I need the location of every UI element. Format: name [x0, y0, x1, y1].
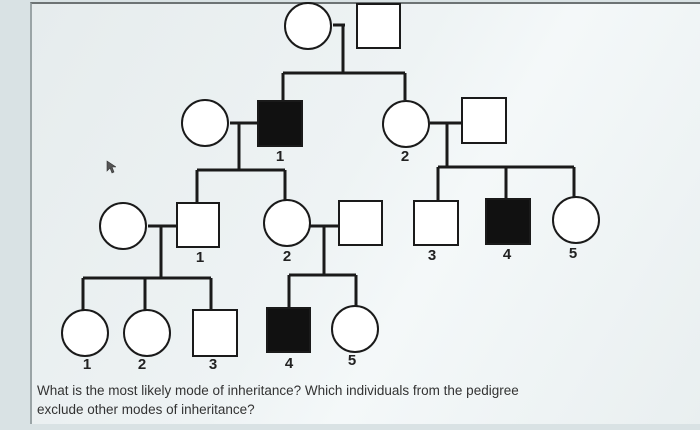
- gen4-female-1: [61, 309, 109, 357]
- gen3-male-1: [176, 202, 220, 248]
- label-gen3-4: 4: [502, 246, 512, 263]
- label-gen4-1: 1: [82, 356, 92, 373]
- gen4-male-4-affected: [266, 307, 311, 353]
- gen3-spouse-male: [338, 200, 383, 246]
- question-text: What is the most likely mode of inherita…: [37, 381, 637, 419]
- label-gen3-3: 3: [427, 247, 437, 264]
- label-gen3-1: 1: [195, 249, 205, 266]
- label-gen3-5: 5: [568, 245, 578, 262]
- label-gen4-4: 4: [284, 355, 294, 372]
- gen3-female-5: [552, 196, 600, 244]
- gen3-spouse-female: [99, 202, 147, 250]
- gen3-male-3: [413, 200, 459, 246]
- gen3-male-4-affected: [485, 198, 531, 245]
- gen2-male-1-affected: [257, 100, 303, 147]
- gen4-female-5: [331, 305, 379, 353]
- gen3-female-2: [263, 199, 311, 247]
- gen4-male-3: [192, 309, 238, 357]
- label-gen3-2: 2: [282, 248, 292, 265]
- label-gen2-2: 2: [400, 148, 410, 165]
- gen2-spouse-female: [181, 99, 229, 147]
- gen1-male: [356, 3, 401, 49]
- question-line-1: What is the most likely mode of inherita…: [37, 383, 519, 398]
- label-gen2-1: 1: [275, 148, 285, 165]
- question-line-2: exclude other modes of inheritance?: [37, 402, 255, 417]
- label-gen4-2: 2: [137, 356, 147, 373]
- mouse-cursor-icon: [106, 160, 116, 174]
- gen2-female-2: [382, 100, 430, 148]
- gen2-spouse-male: [461, 97, 507, 144]
- label-gen4-3: 3: [208, 356, 218, 373]
- gen4-female-2: [123, 309, 171, 357]
- label-gen4-5: 5: [347, 352, 357, 369]
- gen1-female: [284, 2, 332, 50]
